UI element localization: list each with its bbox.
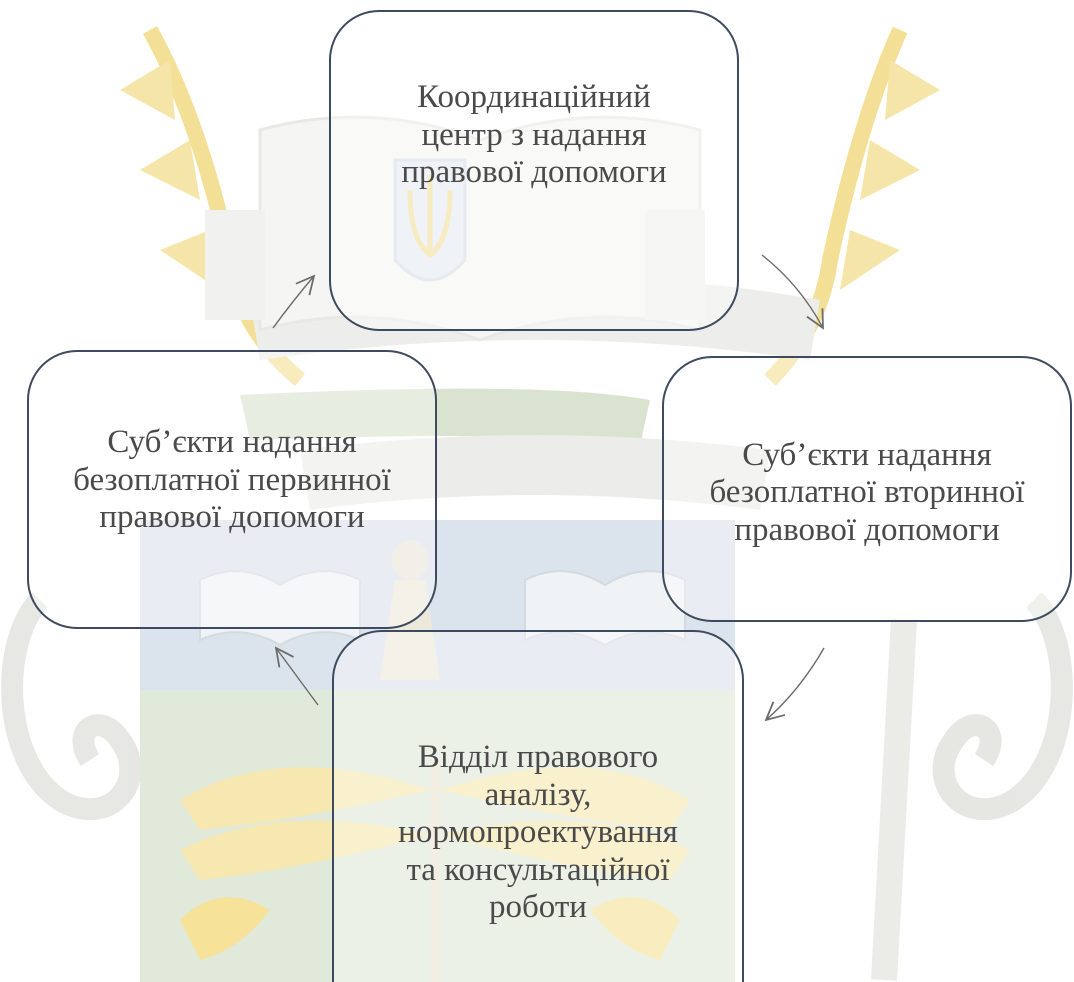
arrow-center-to-right: [761, 254, 824, 330]
node-coordination-center-label: Координаційний центр з надання правової …: [401, 79, 667, 191]
node-secondary-legal-aid-subjects-label: Суб’єкти надання безоплатної вторинної п…: [709, 436, 1025, 548]
arrow-left-to-center: [272, 274, 316, 329]
node-primary-legal-aid-subjects-label: Суб’єкти надання безоплатної первинної п…: [73, 424, 391, 536]
node-legal-analysis-department-label: Відділ правового аналізу, нормопроектува…: [398, 738, 678, 926]
node-legal-analysis-department: Відділ правового аналізу, нормопроектува…: [332, 630, 744, 982]
arrow-bottom-to-left: [274, 646, 319, 706]
node-coordination-center: Координаційний центр з надання правової …: [329, 10, 739, 331]
arrow-right-to-bottom: [764, 647, 825, 722]
node-secondary-legal-aid-subjects: Суб’єкти надання безоплатної вторинної п…: [662, 356, 1072, 622]
node-primary-legal-aid-subjects: Суб’єкти надання безоплатної первинної п…: [27, 350, 437, 629]
